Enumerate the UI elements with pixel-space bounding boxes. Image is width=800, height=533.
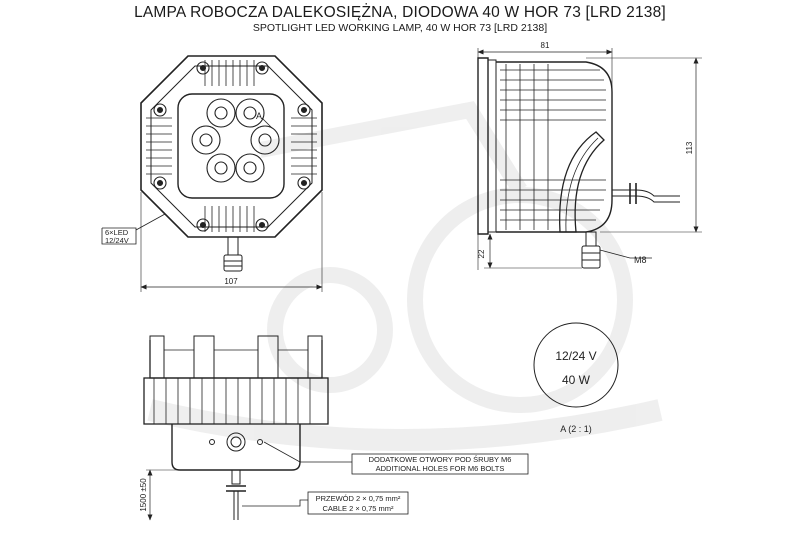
bottom-view xyxy=(143,335,529,521)
cable-label-polish: PRZEWÓD 2 × 0,75 mm² xyxy=(316,494,401,503)
title-english: SPOTLIGHT LED WORKING LAMP, 40 W HOR 73 … xyxy=(252,22,548,34)
holes-label-polish: DODATKOWE OTWORY POD ŚRUBY M6 xyxy=(369,455,512,464)
side-view xyxy=(477,48,702,270)
holes-label-english: ADDITIONAL HOLES FOR M6 BOLTS xyxy=(376,464,505,473)
cable-length-dimension: 1500 ±50 xyxy=(139,478,148,512)
front-width-dimension: 107 xyxy=(224,277,238,286)
detail-voltage: 12/24 V xyxy=(555,349,596,363)
bolt-size-label: M8 xyxy=(634,255,647,265)
cable-label-english: CABLE 2 × 0,75 mm² xyxy=(322,504,394,513)
front-view xyxy=(101,55,323,292)
detail-caption: A (2 : 1) xyxy=(560,424,592,434)
side-width-dimension: 81 xyxy=(541,41,550,50)
tractor-watermark-icon xyxy=(147,101,663,451)
detail-a-badge xyxy=(533,322,619,408)
title-polish: LAMPA ROBOCZA DALEKOSIĘŻNA, DIODOWA 40 W… xyxy=(134,4,666,21)
side-height-dimension: 113 xyxy=(685,141,694,154)
led-voltage-label: 12/24V xyxy=(105,236,129,245)
detail-power: 40 W xyxy=(562,373,591,387)
led-count-label: 6×LED xyxy=(105,228,129,237)
screw-icons xyxy=(153,61,311,232)
bracket-dimension: 22 xyxy=(477,249,486,258)
detail-a-marker: A xyxy=(256,111,262,121)
led-reflectors xyxy=(191,98,280,183)
